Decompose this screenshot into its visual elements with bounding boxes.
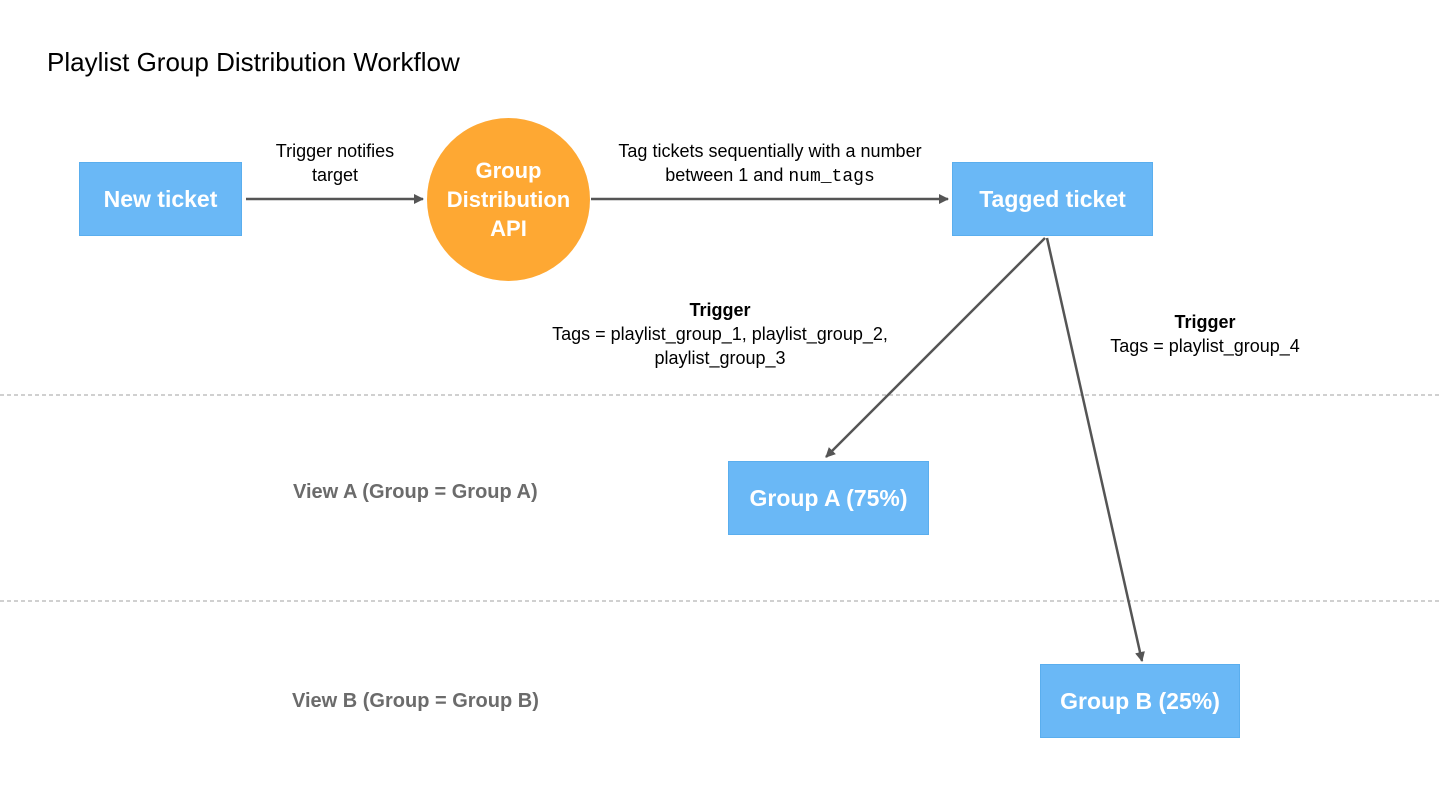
tag-tickets-label: Tag tickets sequentially with a number b… (590, 139, 950, 189)
arrow-tagged-to-group-b (1045, 237, 1145, 662)
trigger-b-heading: Trigger (1174, 312, 1236, 332)
trigger-b-line1: Tags = playlist_group_4 (1110, 336, 1300, 356)
trigger-a-heading: Trigger (689, 300, 751, 320)
api-label-line1: Group (475, 158, 542, 183)
new-ticket-label: New ticket (103, 185, 218, 212)
trigger-a-line2: playlist_group_3 (654, 348, 786, 368)
view-a-label: View A (Group = Group A) (293, 481, 538, 503)
arrow-tagged-to-group-a (825, 237, 1046, 458)
group-a-node: Group A (75%) (728, 461, 929, 535)
new-ticket-node: New ticket (79, 162, 242, 236)
tagged-ticket-label: Tagged ticket (979, 185, 1126, 212)
api-label-line2: Distribution (446, 187, 571, 212)
trigger-notifies-label: Trigger notifies target (255, 139, 415, 187)
trigger-a-line1: Tags = playlist_group_1, playlist_group_… (552, 324, 888, 344)
group-a-label: Group A (75%) (749, 484, 908, 511)
view-b-label: View B (Group = Group B) (292, 690, 539, 712)
group-distribution-api-node: Group Distribution API (427, 118, 590, 281)
diagram-title: Playlist Group Distribution Workflow (47, 47, 460, 77)
tagged-ticket-node: Tagged ticket (952, 162, 1153, 236)
tag-tickets-line1: Tag tickets sequentially with a number (618, 141, 922, 161)
trigger-a-label: Trigger Tags = playlist_group_1, playlis… (520, 298, 920, 370)
tag-tickets-line2: between 1 and num_tags (590, 163, 950, 189)
num-tags-code: num_tags (788, 167, 875, 187)
group-b-node: Group B (25%) (1040, 664, 1240, 738)
trigger-notifies-line2: target (311, 165, 359, 185)
tag-tickets-line2-prefix: between 1 and (665, 165, 789, 185)
trigger-notifies-line1: Trigger notifies (275, 141, 395, 161)
group-b-label: Group B (25%) (1060, 687, 1220, 714)
api-label-line3: API (490, 216, 527, 241)
trigger-b-label: Trigger Tags = playlist_group_4 (1090, 310, 1320, 358)
